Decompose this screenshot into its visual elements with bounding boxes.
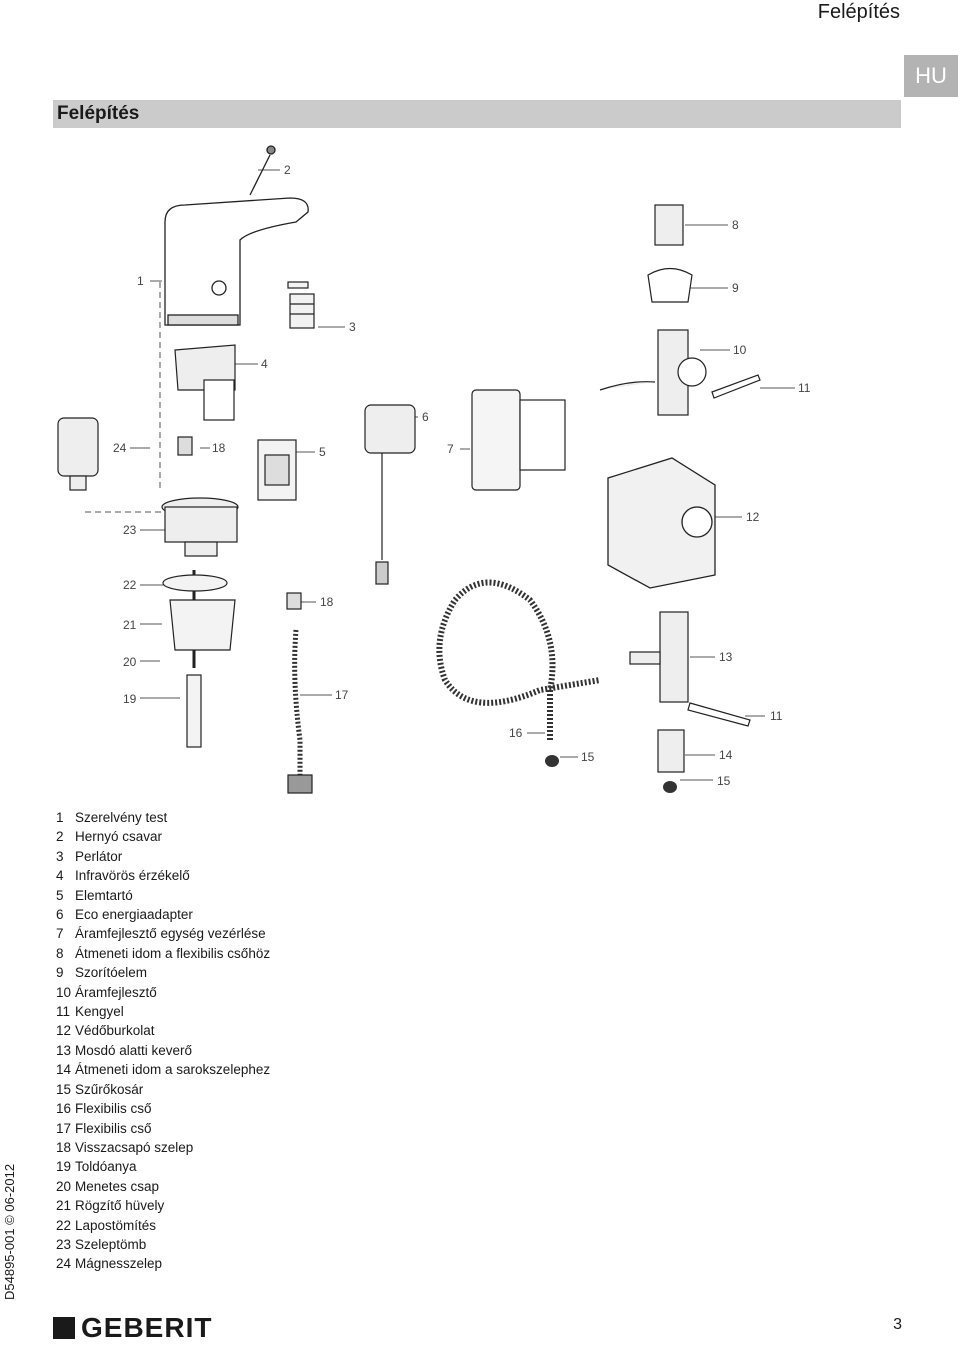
- callout-5: 5: [319, 445, 326, 459]
- callout-3: 3: [349, 320, 356, 334]
- callout-22: 22: [123, 578, 137, 592]
- callout-15-right: 15: [717, 774, 731, 788]
- document-code: D54895-001 © 06-2012: [2, 1163, 17, 1300]
- callout-19: 19: [123, 692, 137, 706]
- logo-square-mark: [53, 1317, 75, 1339]
- callout-18-right: 18: [320, 595, 334, 609]
- callout-7: 7: [447, 442, 454, 456]
- section-header-bar: Felépítés: [53, 100, 901, 128]
- geberit-logo: GEBERIT: [53, 1312, 233, 1344]
- callout-17: 17: [335, 688, 349, 702]
- callout-12: 12: [746, 510, 760, 524]
- callout-21: 21: [123, 618, 137, 632]
- callout-2: 2: [284, 163, 291, 177]
- callout-24: 24: [113, 441, 127, 455]
- callout-11-upper: 11: [798, 381, 811, 395]
- section-title: Felépítés: [57, 103, 140, 124]
- language-badge: HU: [904, 55, 958, 97]
- callout-23: 23: [123, 523, 137, 537]
- callout-13: 13: [719, 650, 733, 664]
- logo-text: GEBERIT: [81, 1312, 213, 1343]
- callout-1: 1: [137, 274, 144, 288]
- callout-20: 20: [123, 655, 137, 669]
- callout-11-lower: 11: [770, 709, 783, 723]
- header-title: Felépítés: [817, 1, 900, 23]
- exploded-assembly-diagram: 1 2 3 4 5 6 7 8 9 10 11 11 12 13 14 15 1…: [57, 145, 811, 794]
- callout-18-left: 18: [212, 441, 226, 455]
- callout-6: 6: [422, 410, 429, 424]
- callout-16: 16: [509, 726, 523, 740]
- callout-8: 8: [732, 218, 739, 232]
- callout-15-left: 15: [581, 750, 595, 764]
- callout-4: 4: [261, 357, 268, 371]
- page-number: 3: [893, 1316, 902, 1333]
- callout-10: 10: [733, 343, 747, 357]
- callout-9: 9: [732, 281, 739, 295]
- callout-14: 14: [719, 748, 733, 762]
